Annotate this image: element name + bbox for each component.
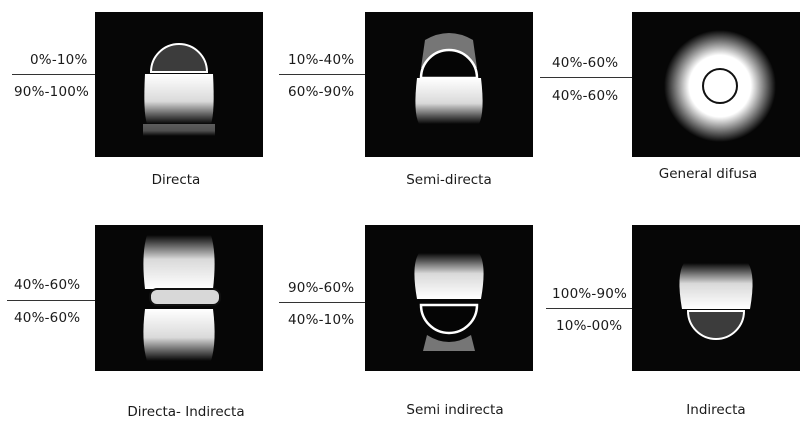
caption-semi-indirecta: Semi indirecta <box>406 402 504 418</box>
diagram-semi-directa <box>365 12 533 157</box>
diagram-general-difusa <box>632 12 800 157</box>
upper-ratio-general-difusa: 40%-60% <box>552 55 619 71</box>
upper-ratio-semi-indirecta: 90%-60% <box>288 280 355 296</box>
upper-ratio-directa: 0%-10% <box>30 52 88 68</box>
lower-ratio-directa-indirecta: 40%-60% <box>14 310 81 326</box>
diagram-semi-indirecta <box>365 225 533 371</box>
diagram-indirecta <box>632 225 800 371</box>
divider-semi-indirecta <box>279 302 365 303</box>
divider-semi-directa <box>279 74 365 75</box>
lower-ratio-indirecta: 10%-00% <box>556 318 623 334</box>
upper-ratio-directa-indirecta: 40%-60% <box>14 277 81 293</box>
caption-directa: Directa <box>151 172 201 188</box>
lower-ratio-semi-directa: 60%-90% <box>288 84 355 100</box>
divider-general-difusa <box>540 77 632 78</box>
lower-ratio-general-difusa: 40%-60% <box>552 88 619 104</box>
divider-directa-indirecta <box>7 300 95 301</box>
diagram-directa <box>95 12 263 157</box>
diagram-directa-indirecta <box>95 225 263 371</box>
lower-ratio-directa: 90%-100% <box>14 84 90 100</box>
divider-indirecta <box>546 308 632 309</box>
upper-ratio-semi-directa: 10%-40% <box>288 52 355 68</box>
lower-ratio-semi-indirecta: 40%-10% <box>288 312 355 328</box>
upper-ratio-indirecta: 100%-90% <box>552 286 628 302</box>
caption-indirecta: Indirecta <box>686 402 746 418</box>
caption-semi-directa: Semi-directa <box>406 172 492 188</box>
divider-directa <box>12 74 95 75</box>
caption-general-difusa: General difusa <box>658 166 758 182</box>
caption-directa-indirecta: Directa- Indirecta <box>127 404 245 420</box>
